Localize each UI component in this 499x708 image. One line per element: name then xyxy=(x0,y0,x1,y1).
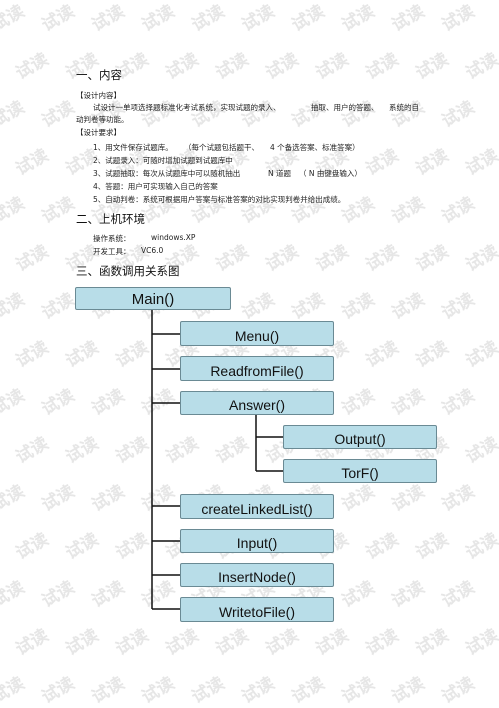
node-createlinkedlist: createLinkedList() xyxy=(180,494,334,519)
node-input: Input() xyxy=(180,529,334,553)
node-output: Output() xyxy=(283,425,437,449)
requirement-1c: 4 个备选答案、标准答案） xyxy=(270,143,360,152)
dev-tool-label: 开发工具： xyxy=(93,247,131,256)
requirement-5: 5、自动判卷：系统可根据用户答案与标准答案的对比实现判卷并给出成绩。 xyxy=(93,195,346,204)
section-title-call-graph: 三、函数调用关系图 xyxy=(76,264,180,278)
requirement-3b: N 道题 xyxy=(268,169,291,178)
requirement-1: 1、用文件保存试题库。 xyxy=(93,143,173,152)
section-title-environment: 二、上机环境 xyxy=(76,212,145,226)
design-content-text-b: 抽取、用户的答题、 xyxy=(311,103,379,112)
node-writetofile: WritetoFile() xyxy=(180,597,334,622)
node-answer: Answer() xyxy=(180,391,334,415)
node-insertnode: InsertNode() xyxy=(180,563,334,587)
design-content-text: 试设计一单项选择题标准化考试系统，实现试题的录入、 xyxy=(93,103,281,112)
design-content-tag: 【设计内容】 xyxy=(76,91,121,100)
os-label: 操作系统： xyxy=(93,234,131,243)
dev-tool-value: VC6.0 xyxy=(141,246,164,255)
requirement-3c: （ N 由键盘输入） xyxy=(299,169,362,178)
design-content-text-cont: 动判卷等功能。 xyxy=(76,115,129,124)
requirement-4: 4、答题：用户可实现输入自己的答案 xyxy=(93,182,218,191)
node-readfromfile: ReadfromFile() xyxy=(180,356,334,381)
node-torf: TorF() xyxy=(283,459,437,483)
design-requirement-tag: 【设计要求】 xyxy=(76,128,121,137)
requirement-3: 3、试题抽取：每次从试题库中可以随机抽出 xyxy=(93,169,241,178)
os-value: windows.XP xyxy=(151,233,196,242)
node-menu: Menu() xyxy=(180,321,334,346)
section-title-content: 一、内容 xyxy=(76,68,122,82)
requirement-1b: （每个试题包括题干、 xyxy=(184,143,259,152)
requirement-2: 2、试题录入：可随时增加试题到试题库中 xyxy=(93,156,233,165)
node-main: Main() xyxy=(75,287,231,310)
design-content-text-c: 系统的自 xyxy=(389,103,419,112)
